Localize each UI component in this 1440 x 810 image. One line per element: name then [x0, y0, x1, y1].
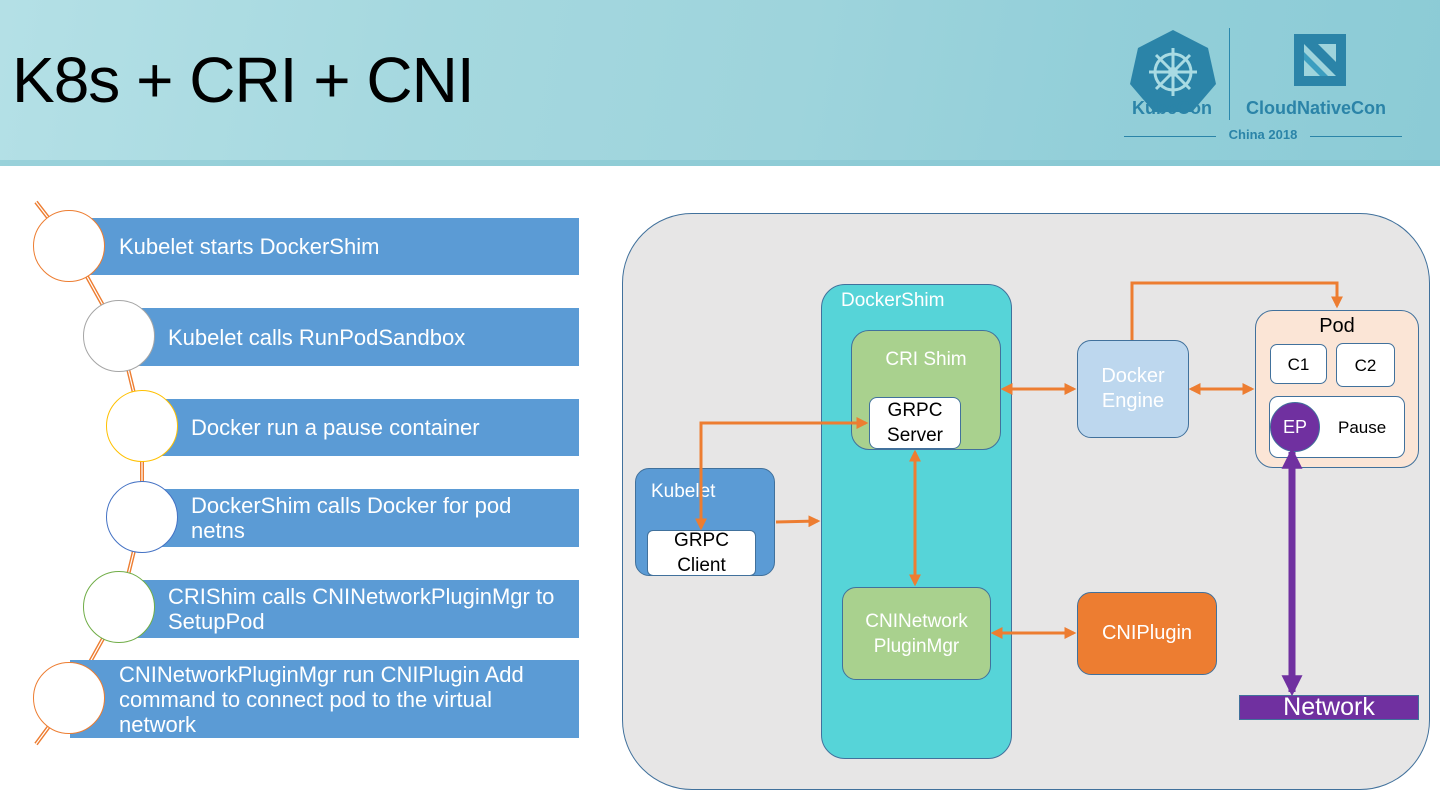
step-3-circle [106, 390, 178, 462]
step-4-bar: DockerShim calls Docker for pod netns [142, 489, 579, 547]
network-bar: Network [1239, 695, 1419, 720]
kubernetes-helm-icon [1130, 30, 1216, 112]
docker-engine-box: Docker Engine [1077, 340, 1189, 438]
container-c2-box: C2 [1336, 343, 1395, 387]
grpc-client-box: GRPC Client [647, 530, 756, 576]
dockershim-label: DockerShim [841, 290, 945, 311]
step-4-text: DockerShim calls Docker for pod netns [191, 493, 512, 543]
event-label: China 2018 [1124, 127, 1402, 145]
step-4-circle [106, 481, 178, 553]
cri-shim-label: CRI Shim [885, 349, 967, 370]
step-2-bar: Kubelet calls RunPodSandbox [120, 308, 579, 366]
cncf-icon [1294, 34, 1346, 86]
endpoint-circle: EP [1270, 402, 1320, 452]
step-5-text: CRIShim calls CNINetworkPluginMgr to Set… [168, 584, 555, 634]
pod-label: Pod [1319, 315, 1355, 337]
step-1-text: Kubelet starts DockerShim [119, 234, 380, 259]
logo-divider [1229, 28, 1230, 120]
step-6-bar: CNINetworkPluginMgr run CNIPlugin Add co… [70, 660, 579, 738]
cni-network-plugin-mgr-box: CNINetwork PluginMgr [842, 587, 991, 680]
step-1-circle [33, 210, 105, 282]
step-2-text: Kubelet calls RunPodSandbox [168, 324, 466, 350]
pause-label: Pause [1338, 418, 1387, 437]
step-3-bar: Docker run a pause container [142, 399, 579, 456]
kubecon-logo-text: KubeCon [1132, 98, 1212, 118]
step-1-bar: Kubelet starts DockerShim [70, 218, 579, 275]
step-5-circle [83, 571, 155, 643]
slide-title: K8s + CRI + CNI [12, 44, 475, 116]
step-6-circle [33, 662, 105, 734]
arrow-kubelet-to-dockershim [775, 515, 821, 528]
step-2-circle [83, 300, 155, 372]
grpc-server-box: GRPC Server [869, 397, 961, 449]
container-c1-box: C1 [1270, 344, 1327, 384]
arrow-client-to-server [695, 417, 869, 531]
step-5-bar: CRIShim calls CNINetworkPluginMgr to Set… [120, 580, 579, 638]
arrow-docker-engine-top-to-pod [1130, 281, 1343, 340]
cloudnativecon-logo-text: CloudNativeCon [1246, 98, 1387, 118]
cni-plugin-box: CNIPlugin [1077, 592, 1217, 675]
step-6-text: CNINetworkPluginMgr run CNIPlugin Add co… [119, 661, 524, 737]
step-3-text: Docker run a pause container [191, 415, 480, 440]
